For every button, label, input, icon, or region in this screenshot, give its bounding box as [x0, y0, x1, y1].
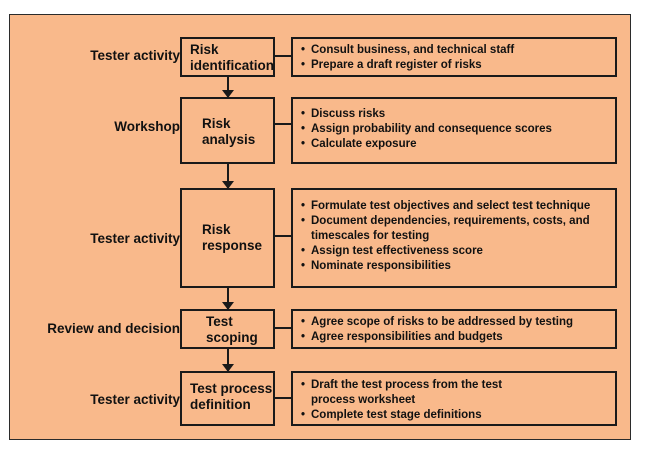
step-line: identification — [190, 58, 274, 73]
note-item: Prepare a draft register of risks — [301, 58, 609, 73]
step-risk-response: Risk response — [180, 188, 275, 288]
note-item: Assign test effectiveness score — [301, 244, 609, 259]
note-item: Complete test stage definitions — [301, 408, 609, 423]
connector — [275, 55, 291, 57]
note-item: Assign probability and consequence score… — [301, 122, 609, 137]
note-item: Document dependencies, requirements, cos… — [301, 214, 609, 244]
note-item: Calculate exposure — [301, 137, 609, 152]
step-test-process-definition: Test process definition — [180, 371, 275, 426]
note-item: Agree scope of risks to be addressed by … — [301, 315, 609, 330]
step-line: Test process — [190, 381, 273, 396]
note-item: Consult business, and technical staff — [301, 43, 609, 58]
connector — [275, 235, 291, 237]
activity-label-4: Review and decision — [47, 321, 180, 336]
notes-test-scoping: Agree scope of risks to be addressed by … — [291, 309, 617, 349]
step-line: Risk — [190, 42, 219, 57]
step-risk-identification: Risk identification — [180, 37, 275, 77]
connector — [275, 397, 291, 399]
step-test-scoping: Test scoping — [180, 309, 275, 349]
notes-risk-response: Formulate test objectives and select tes… — [291, 188, 617, 288]
note-item: Formulate test objectives and select tes… — [301, 199, 609, 214]
step-line: definition — [190, 397, 251, 412]
connector — [275, 123, 291, 125]
note-item: Agree responsibilities and budgets — [301, 330, 609, 345]
step-line: Risk — [202, 222, 231, 237]
step-line: analysis — [202, 132, 256, 147]
notes-test-process-definition: Draft the test process from the test pro… — [291, 371, 617, 426]
flow-arrow — [222, 164, 234, 189]
diagram-frame: Tester activity Risk identification Cons… — [9, 14, 631, 440]
notes-risk-identification: Consult business, and technical staff Pr… — [291, 37, 617, 77]
activity-label-1: Tester activity — [90, 48, 180, 63]
activity-label-3: Tester activity — [90, 231, 180, 246]
step-line: Risk — [202, 116, 231, 131]
note-item: Discuss risks — [301, 107, 609, 122]
flow-arrow — [222, 349, 234, 372]
activity-label-2: Workshop — [114, 119, 180, 134]
connector — [275, 327, 291, 329]
notes-risk-analysis: Discuss risks Assign probability and con… — [291, 97, 617, 164]
activity-label-5: Tester activity — [90, 392, 180, 407]
step-line: response — [202, 238, 263, 253]
flow-arrow — [222, 77, 234, 98]
step-line: scoping — [206, 330, 258, 345]
note-item: Draft the test process from the test pro… — [301, 378, 547, 408]
flow-arrow — [222, 288, 234, 310]
step-line: Test — [206, 314, 233, 329]
note-item: Nominate responsibilities — [301, 259, 609, 274]
step-risk-analysis: Risk analysis — [180, 97, 275, 164]
